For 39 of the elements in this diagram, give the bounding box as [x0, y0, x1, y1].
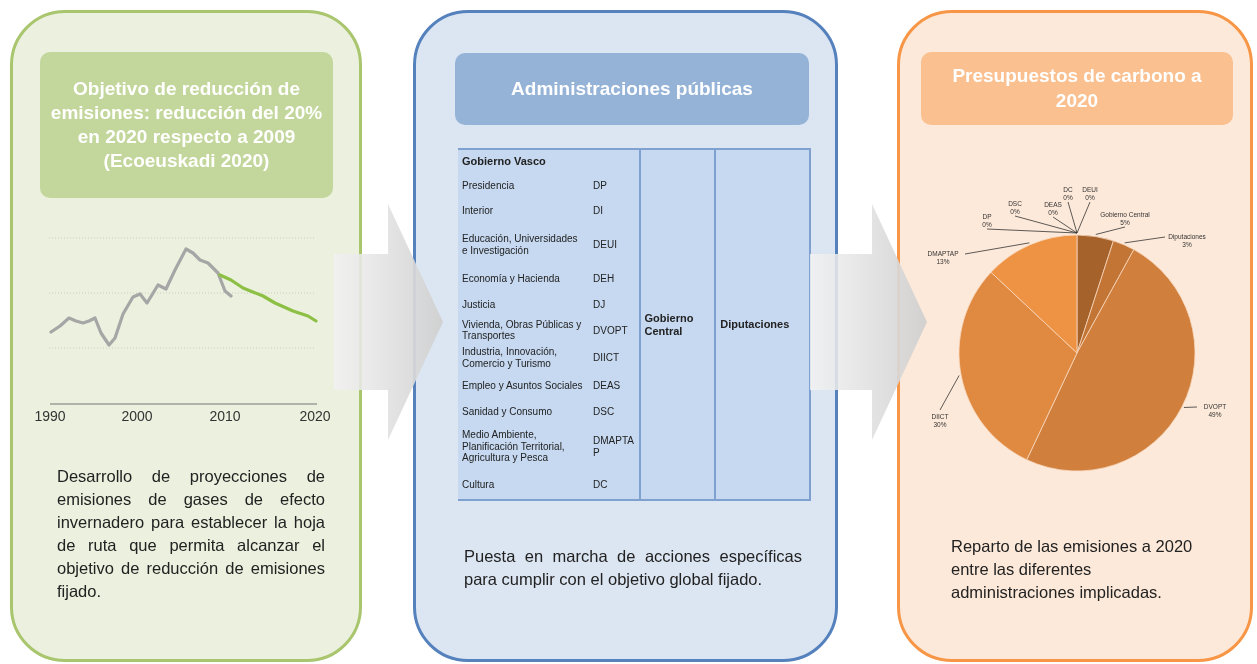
axis-tick-label: 2020	[299, 408, 331, 424]
chevron-arrow	[810, 204, 927, 440]
department-code-cell: DEAS	[589, 371, 640, 400]
department-name-cell: Educación, Universidades e Investigación	[458, 223, 590, 266]
table-header-cell: Gobierno Vasco	[458, 149, 640, 174]
axis-tick-label: 2010	[209, 408, 241, 424]
description-text: Reparto de las emisiones a 2020 entre las diferentes administraciones implicadas.	[951, 536, 1194, 603]
department-code-cell: DJ	[589, 291, 640, 317]
department-code-cell: DIICT	[589, 344, 640, 372]
department-code-cell: DSC	[589, 399, 640, 424]
table-column-cell: Gobierno Central	[639, 149, 716, 500]
department-code-cell: DI	[589, 198, 640, 224]
department-code-cell: DVOPT	[589, 316, 640, 345]
department-name-cell: Industria, Innovación, Comercio y Turismo	[458, 344, 590, 372]
department-name-cell: Empleo y Asuntos Sociales	[458, 371, 590, 400]
rounded-panel	[10, 10, 362, 662]
department-name-cell: Presidencia	[458, 173, 590, 199]
department-code-cell: DC	[589, 469, 640, 500]
department-code-cell: DEUI	[589, 223, 640, 266]
department-name-cell: Justicia	[458, 291, 590, 317]
rounded-panel	[897, 10, 1253, 662]
chevron-arrow	[334, 204, 443, 440]
header-box: Administraciones públicas	[455, 53, 809, 125]
axis-tick-label: 2000	[121, 408, 153, 424]
department-name-cell: Sanidad y Consumo	[458, 399, 590, 424]
axis-tick-label: 1990	[34, 408, 66, 424]
header-box: Presupuestos de carbono a 2020	[921, 52, 1233, 125]
rounded-panel	[413, 10, 838, 662]
department-code-cell: DEH	[589, 265, 640, 292]
department-name-cell: Interior	[458, 198, 590, 224]
header-box: Objetivo de reducción de emisiones: reducción del 20% en 2020 respecto a 2009 (Ecoeuskadi 2020)	[40, 52, 333, 198]
description-text: Desarrollo de proyecciones de emisiones de gases de efecto invernadero para establecer la hoja de ruta que permita alcanzar el objetivo de reducción de emisiones fijado.	[57, 466, 325, 602]
department-name-cell: Vivienda, Obras Públicas y Transportes	[458, 316, 590, 345]
department-name-cell: Economía y Hacienda	[458, 265, 590, 292]
department-code-cell: DP	[589, 173, 640, 199]
department-name-cell: Cultura	[458, 469, 590, 500]
department-code-cell: DMAPTAP	[589, 423, 640, 470]
department-name-cell: Medio Ambiente, Planificación Territorial, Agricultura y Pesca	[458, 423, 590, 470]
description-text: Puesta en marcha de acciones específicas para cumplir con el objetivo global fijado.	[464, 546, 802, 590]
